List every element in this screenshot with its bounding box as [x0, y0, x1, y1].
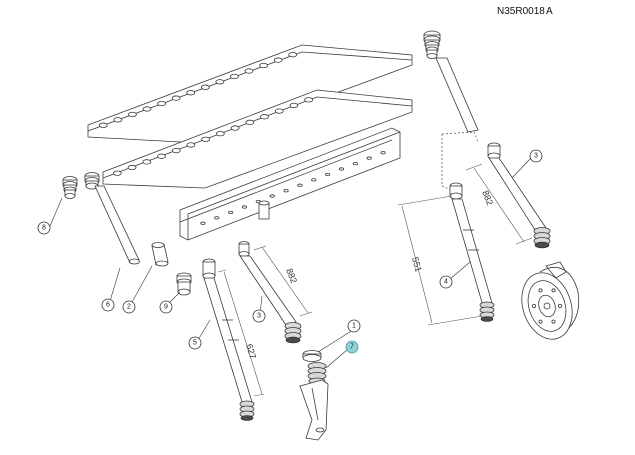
part-3-tube-center [238, 241, 302, 344]
svg-text:9: 9 [164, 304, 168, 311]
lower-perforated-rail [102, 89, 413, 189]
svg-text:3: 3 [534, 153, 538, 160]
callout-6: 6 [101, 298, 115, 312]
dimension-627: 627 [217, 269, 265, 397]
drawing-revision: A [546, 6, 553, 17]
svg-text:3: 3 [257, 313, 261, 320]
dimension-551-label: 551 [410, 256, 424, 273]
callout-8: 8 [37, 221, 51, 235]
callout-3-right: 3 [529, 149, 543, 163]
part-6-tube [94, 185, 140, 265]
part-4-tube [449, 182, 495, 322]
part-5-tube [202, 258, 255, 421]
callout-4: 4 [439, 275, 453, 289]
dimension-882-right-label: 882 [480, 189, 495, 207]
callout-9: 9 [159, 300, 173, 314]
callout-5: 5 [188, 336, 202, 350]
dimension-551: 551 [397, 195, 483, 326]
svg-text:5: 5 [193, 340, 197, 347]
mounting-bracket [299, 379, 329, 441]
callout-1: 1 [347, 319, 361, 333]
part-1-ring [302, 350, 322, 362]
upper-right-tube [423, 30, 479, 133]
part-2-coupling [151, 242, 169, 267]
callout-7: 7 [345, 340, 359, 354]
disc-wheel-assembly [521, 261, 580, 340]
callout-3-center: 3 [252, 309, 266, 323]
manifold-channel [179, 127, 401, 241]
svg-text:7: 7 [350, 344, 354, 351]
part-8-nozzle [62, 172, 100, 199]
svg-text:1: 1 [352, 323, 356, 330]
upper-perforated-rail [87, 44, 413, 144]
svg-text:4: 4 [444, 279, 448, 286]
dimension-627-label: 627 [244, 343, 258, 360]
svg-text:2: 2 [127, 304, 131, 311]
svg-text:6: 6 [106, 302, 110, 309]
part-3-tube-right [487, 142, 551, 249]
part-9-nozzle [176, 272, 192, 296]
callout-2: 2 [122, 300, 136, 314]
drawing-code: N35R0018 [497, 6, 545, 17]
dashed-bracket [441, 131, 479, 193]
svg-text:8: 8 [42, 225, 46, 232]
